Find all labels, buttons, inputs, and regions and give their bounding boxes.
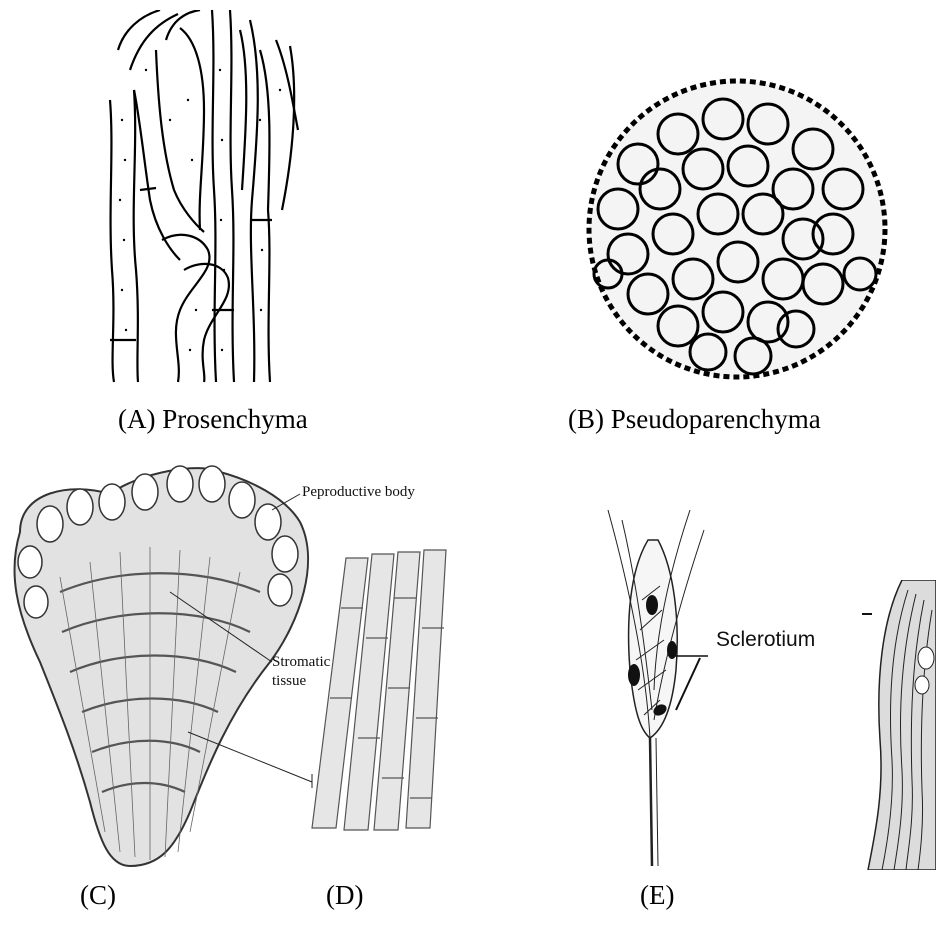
stromatic-cells-illustration xyxy=(306,548,456,838)
caption-e: (E) xyxy=(640,880,674,911)
caption-pseudoparenchyma: (B) Pseudoparenchyma xyxy=(568,404,821,435)
sclerotium-section-illustration xyxy=(862,580,936,870)
caption-c: (C) xyxy=(80,880,116,911)
prosenchyma-illustration xyxy=(100,10,300,385)
caption-d: (D) xyxy=(326,880,363,911)
label-stromatic-line1: Stromatic xyxy=(272,654,330,671)
label-reproductive-body: Peproductive body xyxy=(302,484,415,501)
label-stromatic-line2: tissue xyxy=(272,673,306,690)
caption-prosenchyma: (A) Prosenchyma xyxy=(118,404,308,435)
pseudoparenchyma-illustration xyxy=(578,74,896,384)
sclerotium-spike-illustration xyxy=(600,510,710,866)
label-sclerotium: Sclerotium xyxy=(716,628,815,652)
